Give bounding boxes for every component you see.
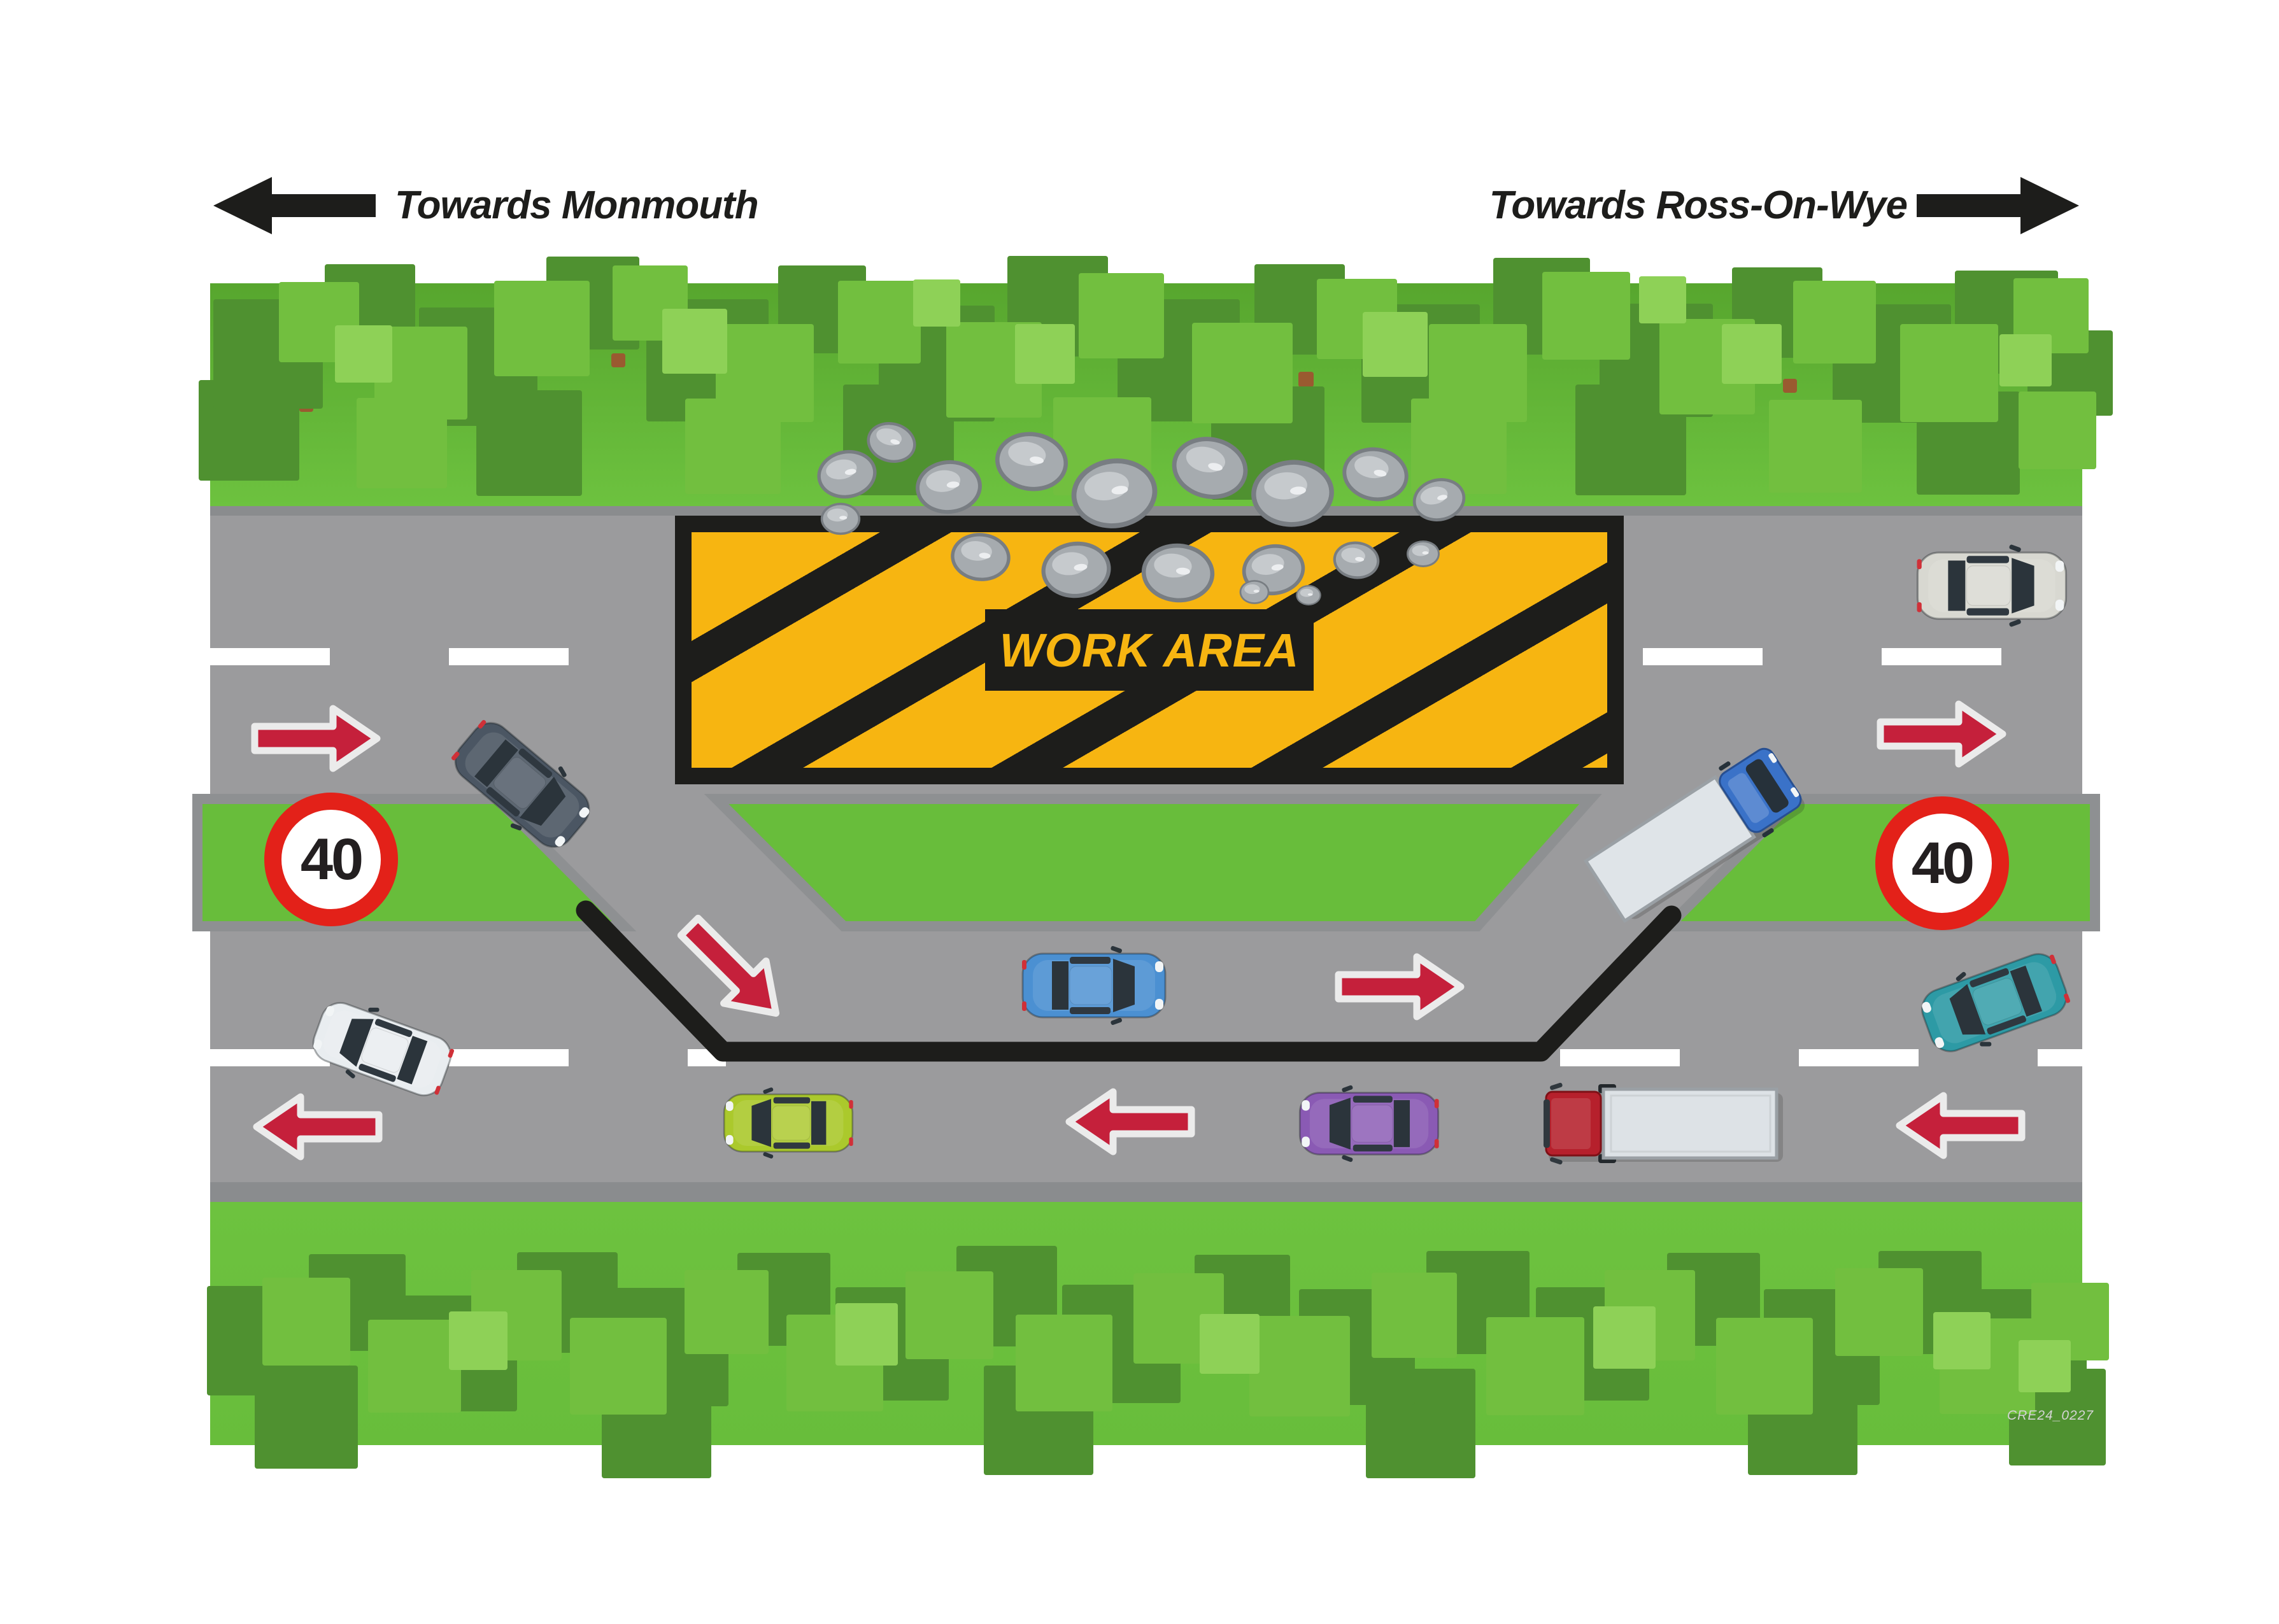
teal-car (1912, 939, 2077, 1066)
flow-arrow-east-upper-left (255, 709, 377, 768)
grass-verge-bottom (210, 1202, 2082, 1445)
median-center (704, 794, 1602, 931)
purple-car (1298, 1084, 1440, 1164)
speed-limit-value: 40 (300, 826, 364, 892)
rockfall-boulders (813, 416, 1470, 605)
dark-grey-car (440, 707, 604, 863)
road-edge-bottom (210, 1182, 2082, 1202)
speed-limit-value: 40 (1911, 830, 1975, 896)
arrow-left-icon (213, 177, 376, 234)
traffic-layer (210, 416, 2077, 1165)
contraflow-barrier-line (576, 900, 1682, 1062)
flow-arrow-east-contraflow (1338, 957, 1461, 1017)
white-car (304, 989, 460, 1110)
direction-label-ross-on-wye: Towards Ross-On-Wye (1489, 183, 1908, 227)
blue-car (1021, 944, 1167, 1027)
watermark: CRE24_0227 (2007, 1408, 2094, 1423)
lane-line-lower-left (210, 1049, 726, 1066)
lane-line-lower-right (1560, 1049, 2082, 1066)
arrow-right-icon (1917, 177, 2079, 234)
silver-car (1915, 543, 2068, 628)
lime-car (723, 1086, 855, 1160)
direction-label-monmouth: Towards Monmouth (395, 183, 759, 227)
flow-arrow-west-left (257, 1097, 379, 1157)
road-scene: 40 40 WORK AREA (192, 283, 2100, 1445)
flow-arrow-west-middle (1069, 1092, 1191, 1152)
flow-arrow-east-upper-right (1880, 704, 2003, 764)
work-area-label: WORK AREA (985, 609, 1314, 691)
white-van (1584, 747, 1805, 923)
red-truck (1544, 1082, 1783, 1165)
flow-arrow-west-right (1899, 1096, 2022, 1155)
